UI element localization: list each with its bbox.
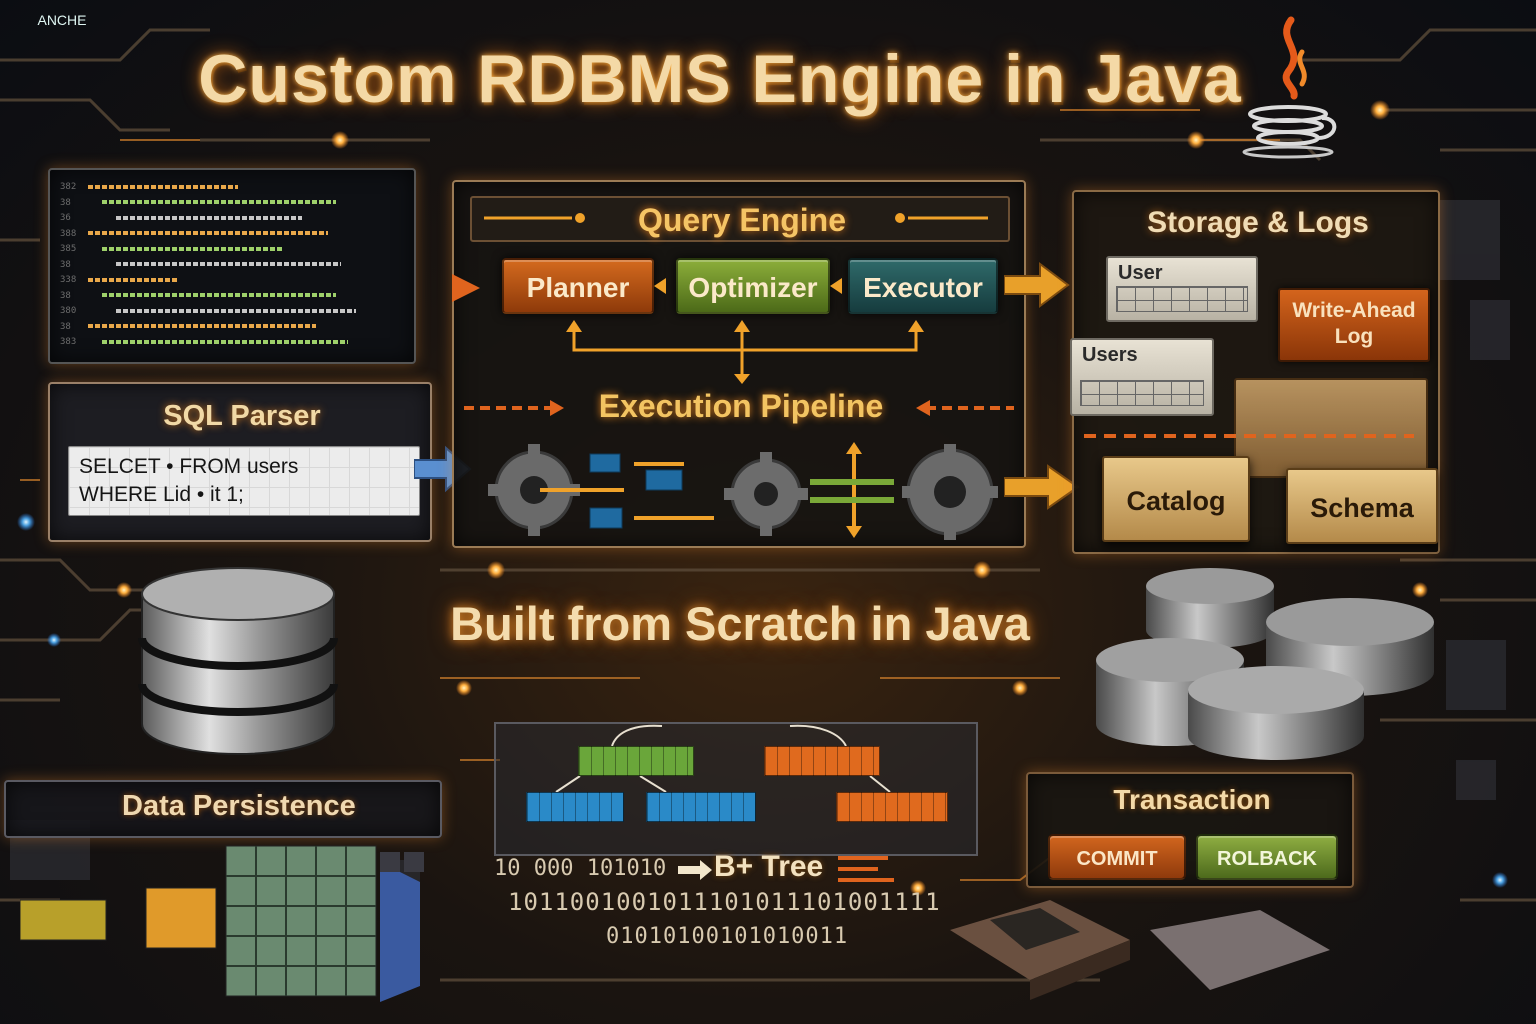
users-table-card: Users — [1070, 338, 1214, 416]
code-line-number: 338 — [60, 275, 77, 285]
users-table-label: Users — [1082, 344, 1138, 366]
btree-internal-node — [578, 746, 694, 776]
gear-icon — [724, 452, 808, 536]
code-line: 388 — [60, 229, 328, 239]
binary-prefix: 10 000 101010 — [494, 856, 667, 881]
storage-blocks-illustration — [20, 845, 424, 1002]
code-line: 38 — [60, 198, 336, 208]
arrow-right-icon — [452, 274, 480, 302]
query-engine-panel: Query Engine Planner Optimizer Executor … — [452, 180, 1026, 548]
gear-icon — [902, 444, 998, 540]
optimizer-stage: Optimizer — [676, 258, 830, 314]
sql-query-box: SELCET • FROM users WHERE Lid • it 1; — [68, 446, 420, 516]
table-grid — [1080, 380, 1204, 406]
user-table-label: User — [1118, 262, 1163, 284]
query-engine-title: Query Engine — [637, 202, 847, 238]
wal-line-2: Log — [1334, 325, 1374, 348]
code-line-number: 38 — [60, 290, 71, 301]
storage-logs-panel: Storage & Logs User Users Write-Ahead Lo… — [1070, 190, 1440, 554]
transaction-panel: Transaction COMMIT ROLBACK — [1026, 772, 1354, 888]
user-table-card: User — [1106, 256, 1258, 322]
java-cup-icon — [1242, 16, 1337, 159]
table-grid — [1116, 286, 1248, 312]
dashed-connector — [1084, 434, 1414, 438]
code-line: 385 — [60, 244, 282, 254]
sql-query-line-2: WHERE Lid • it 1; — [79, 483, 244, 506]
code-text-blur — [102, 293, 336, 297]
code-line-number: 382 — [60, 182, 77, 192]
code-line: 383 — [60, 337, 348, 347]
code-text-blur — [116, 262, 341, 266]
code-text-blur — [102, 200, 336, 204]
arrow-right-icon — [678, 860, 712, 880]
gear-icon — [488, 444, 580, 536]
code-line-number: 380 — [60, 306, 77, 316]
folder-icon — [1234, 378, 1428, 478]
binary-row-2: 01010100101010011 — [606, 924, 849, 949]
code-line: 36 — [60, 213, 302, 223]
sql-parser-panel: SQL Parser SELCET • FROM users WHERE Lid… — [48, 382, 432, 542]
code-line-number: 385 — [60, 244, 77, 254]
code-line-number: 36 — [60, 213, 71, 223]
btree-leaf-node — [646, 792, 756, 822]
code-text-blur — [102, 339, 348, 344]
wal-line-1: Write-Ahead — [1292, 299, 1416, 322]
executor-stage: Executor — [848, 258, 998, 314]
btree-label: B+ Tree — [714, 850, 824, 883]
binary-row-1: 1011001001011101011101001111 — [508, 888, 941, 916]
code-editor-panel: 382 38 36 388 385 38 338 38 380 38 383 — [48, 168, 416, 364]
btree-frame — [494, 722, 978, 856]
page-title: Custom RDBMS Engine in Java — [198, 41, 1242, 117]
arrow-right-icon — [1004, 464, 1080, 510]
code-line-number: 38 — [60, 321, 71, 332]
code-text-blur — [88, 184, 238, 189]
code-text-blur — [116, 308, 356, 313]
code-line-number: 38 — [60, 197, 71, 208]
storage-logs-title: Storage & Logs — [1147, 206, 1369, 239]
code-text-blur — [102, 246, 282, 251]
code-line-number: 383 — [60, 337, 77, 347]
code-line-number: 38 — [60, 259, 71, 270]
code-text-blur — [116, 215, 302, 220]
hardware-illustration — [950, 900, 1330, 1000]
btree-lines — [838, 856, 894, 882]
database-cylinder-icon — [1096, 568, 1434, 760]
sql-parser-title: SQL Parser — [163, 400, 321, 432]
rollback-button[interactable]: ROLBACK — [1196, 834, 1338, 880]
planner-stage: Planner — [502, 258, 654, 314]
schema-folder: Schema — [1286, 468, 1438, 544]
btree-leaf-node — [836, 792, 948, 822]
execution-pipeline-title: Execution Pipeline — [598, 388, 884, 424]
btree-edges — [555, 724, 891, 793]
catalog-folder: Catalog — [1102, 456, 1250, 542]
query-engine-connectors — [464, 213, 1014, 540]
data-persistence-bar — [4, 780, 442, 838]
arrow-right-icon — [1004, 262, 1070, 308]
transaction-title: Transaction — [1113, 784, 1271, 815]
commit-button[interactable]: COMMIT — [1048, 834, 1186, 880]
code-text-blur — [88, 231, 328, 235]
btree-internal-node — [764, 746, 880, 776]
code-text-blur — [88, 277, 178, 282]
code-line-number: 388 — [60, 228, 77, 239]
sql-query-line-1: SELCET • FROM users — [79, 455, 299, 478]
write-ahead-log-card: Write-Ahead Log — [1278, 288, 1430, 362]
data-persistence-label: Data Persistence — [122, 790, 356, 822]
code-line: 380 — [60, 306, 356, 316]
code-line: 38 — [60, 260, 341, 270]
code-line: 38 — [60, 322, 316, 332]
code-text-blur — [88, 324, 316, 328]
code-line: 38 — [60, 291, 336, 301]
btree-leaf-node — [526, 792, 624, 822]
built-from-scratch-banner: Built from Scratch in Java — [450, 597, 1030, 650]
code-line: 338 — [60, 275, 178, 285]
code-line: 382 — [60, 182, 238, 192]
btree-root-node: ANCHE — [37, 12, 87, 28]
database-cylinder-icon — [138, 567, 338, 755]
